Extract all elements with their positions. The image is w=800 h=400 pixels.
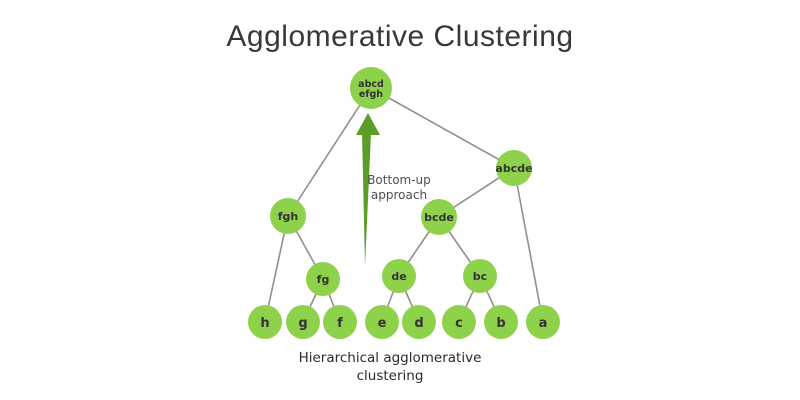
node-d-label: d [414,316,423,331]
node-abcdefgh-label-line2: efgh [359,89,383,100]
tree-nodes: abcd efgh abcde fgh bcde fg de bc h g f … [248,67,560,339]
edge-root-abcde [370,87,515,169]
node-fgh [270,198,306,234]
node-d [402,305,436,339]
arrow-label-line1: Bottom-up [367,173,431,187]
figure-caption: Hierarchical agglomerative clustering [0,349,780,385]
node-b [484,305,518,339]
node-bcde-label: bcde [424,211,454,224]
node-g-label: g [298,316,307,331]
node-abcde-label: abcde [495,162,532,175]
node-bc-label: bc [473,270,487,283]
node-e [365,305,399,339]
node-f-label: f [337,316,343,331]
node-h-label: h [260,316,269,331]
node-bc [463,259,497,293]
caption-line2: clustering [356,368,424,384]
arrow-head-icon [356,113,380,135]
edge-root-fgh [287,87,372,217]
node-h [248,305,282,339]
node-f [323,305,357,339]
page-title: Agglomerative Clustering [226,20,574,53]
node-a-label: a [539,316,548,331]
node-fg [306,262,340,296]
bottom-up-arrow: Bottom-up approach [356,113,431,266]
edge-fgh-h [264,215,289,323]
node-abcdefgh-label-line1: abcd [358,79,384,90]
node-fg-label: fg [317,273,330,286]
node-b-label: b [496,316,505,331]
node-de [382,259,416,293]
node-abcdefgh [350,67,392,109]
arrow-shaft [362,133,371,266]
edge-abcde-a [513,167,544,323]
node-e-label: e [378,316,387,331]
node-abcde [496,150,532,186]
node-a [526,305,560,339]
node-de-label: de [391,270,406,283]
node-g [286,305,320,339]
node-bcde [421,199,457,235]
node-c-label: c [455,316,463,331]
caption-line1: Hierarchical agglomerative [298,350,482,366]
node-c [442,305,476,339]
node-fgh-label: fgh [278,210,299,223]
arrow-label-line2: approach [371,188,427,202]
